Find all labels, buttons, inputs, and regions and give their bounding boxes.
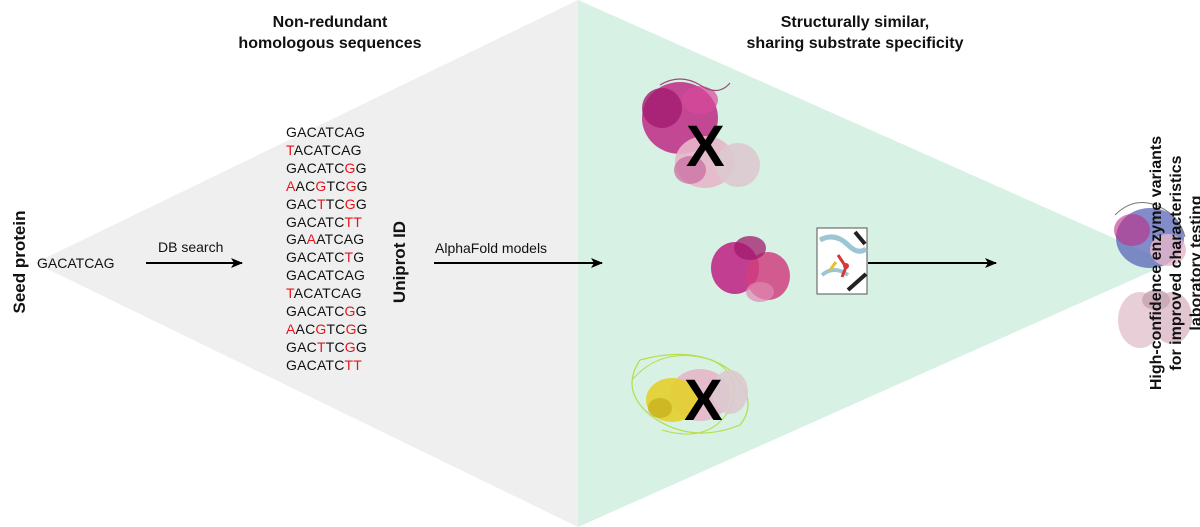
mutated-residue: G xyxy=(344,303,356,320)
mutated-residue: G xyxy=(345,177,357,194)
sequence-row: GACATCTT xyxy=(286,357,368,375)
conserved-residues: GACATC xyxy=(286,249,345,266)
conserved-residues: GACATC xyxy=(286,303,345,320)
structural-title-line1: Structurally similar, xyxy=(780,14,930,31)
sequence-row: AACGTCGG xyxy=(286,321,368,339)
db-search-label: DB search xyxy=(158,239,224,255)
output-label-line3: laboratory testing xyxy=(1188,195,1200,331)
mutated-residue: T xyxy=(316,338,326,355)
sequence-row: GAAATCAG xyxy=(286,231,368,249)
rejected-mark-bottom: X xyxy=(684,368,723,433)
sequence-row: GACATCAG xyxy=(286,124,368,142)
sequence-row: GACATCAG xyxy=(286,267,368,285)
output-model-bottom xyxy=(1118,290,1192,348)
conserved-residues: TC xyxy=(325,338,345,355)
output-model-top xyxy=(1114,202,1186,268)
seed-protein-label: Seed protein xyxy=(10,210,29,314)
sequence-row: AACGTCGG xyxy=(286,178,368,196)
alphafold-models-label: AlphaFold models xyxy=(435,240,548,256)
conserved-residues: AC xyxy=(295,320,316,337)
mutated-residue: TT xyxy=(344,213,363,230)
conserved-residues: G xyxy=(356,320,368,337)
mutated-residue: A xyxy=(306,231,317,248)
mutated-residue: T xyxy=(344,249,354,266)
mutated-residue: G xyxy=(344,159,356,176)
conserved-residues: ACATCAG xyxy=(293,285,362,302)
output-label-line2: for improved characteristics xyxy=(1168,155,1185,371)
conserved-residues: GAC xyxy=(286,195,317,212)
conserved-residues: ATCAG xyxy=(316,231,365,248)
structural-title-line2: sharing substrate specificity xyxy=(746,35,964,52)
mutated-residue: G xyxy=(345,320,357,337)
sequence-row: GACATCGG xyxy=(286,303,368,321)
conserved-residues: GACATC xyxy=(286,356,345,373)
protein-model-top xyxy=(642,78,760,188)
conserved-residues: G xyxy=(355,159,367,176)
output-label: High-confidence enzyme variants for impr… xyxy=(1147,113,1200,413)
sequence-row: GACATCTT xyxy=(286,214,368,232)
conserved-residues: AC xyxy=(295,177,316,194)
conserved-residues: ACATCAG xyxy=(293,141,362,158)
mutated-residue: T xyxy=(286,141,294,158)
mutated-residue: T xyxy=(286,285,294,302)
sequence-row: GACATCGG xyxy=(286,160,368,178)
conserved-residues: TC xyxy=(326,320,346,337)
conserved-residues: G xyxy=(355,338,367,355)
active-site-closeup xyxy=(816,227,868,295)
mutated-residue: A xyxy=(286,320,296,337)
sequence-row: GACTTCGG xyxy=(286,196,368,214)
conserved-residues: G xyxy=(356,177,368,194)
mutated-residue: TT xyxy=(344,356,363,373)
conserved-residues: G xyxy=(353,249,365,266)
mutated-residue: G xyxy=(315,320,327,337)
sequence-row: TACATCAG xyxy=(286,285,368,303)
homologs-title: Non-redundant homologous sequences xyxy=(200,12,460,54)
uniprot-id-label: Uniprot ID xyxy=(390,220,409,304)
homologs-title-line2: homologous sequences xyxy=(238,35,422,52)
mutated-residue: G xyxy=(315,177,327,194)
conserved-residues: GACATCAG xyxy=(286,267,366,284)
sequence-row: TACATCAG xyxy=(286,142,368,160)
mutated-residue: A xyxy=(286,177,296,194)
conserved-residues: GACATCAG xyxy=(286,124,366,140)
conserved-residues: TC xyxy=(326,177,346,194)
mutated-residue: G xyxy=(344,338,356,355)
mutated-residue: T xyxy=(316,195,326,212)
mutated-residue: G xyxy=(344,195,356,212)
sequence-row: GACTTCGG xyxy=(286,339,368,357)
protein-model-bottom xyxy=(631,353,749,435)
conserved-residues: GAC xyxy=(286,338,317,355)
homologs-title-line1: Non-redundant xyxy=(272,14,388,31)
protein-model-middle xyxy=(711,236,790,302)
seed-sequence: GACATCAG xyxy=(37,255,115,271)
conserved-residues: GACATC xyxy=(286,159,345,176)
conserved-residues: G xyxy=(355,195,367,212)
sequence-row: GACATCTG xyxy=(286,249,368,267)
conserved-residues: G xyxy=(355,303,367,320)
conserved-residues: GACATC xyxy=(286,213,345,230)
conserved-residues: TC xyxy=(325,195,345,212)
conserved-residues: GA xyxy=(286,231,307,248)
output-label-line1: High-confidence enzyme variants xyxy=(1148,135,1165,391)
structural-title: Structurally similar, sharing substrate … xyxy=(710,12,1000,54)
rejected-mark-top: X xyxy=(686,114,725,179)
grey-search-region xyxy=(35,0,578,527)
